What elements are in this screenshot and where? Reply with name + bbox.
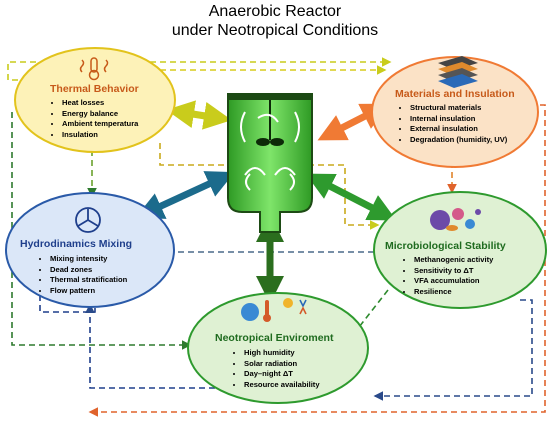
arrow-thermal-reactor xyxy=(166,100,232,130)
hydro-list: Mixing intensity Dead zones Thermal stra… xyxy=(38,254,127,296)
thermometer-heat-icon xyxy=(79,57,109,81)
node-materials-shape xyxy=(371,56,539,168)
node-hydro-shape xyxy=(5,192,175,308)
diagram-title-line2: under Neotropical Conditions xyxy=(171,22,379,39)
materials-item: External insulation xyxy=(410,124,520,135)
materials-item: Degradation (humidity, UV) xyxy=(410,135,520,146)
insulation-layers-icon xyxy=(438,56,478,88)
neotropical-item: Solar radiation xyxy=(244,359,320,370)
micro-list: Methanogenic activity Sensitivity to ΔT … xyxy=(402,255,493,297)
diagram-title-line1: Anaerobic Reactor xyxy=(208,3,342,20)
hydro-item: Flow pattern xyxy=(50,286,127,297)
reactor-vessel-icon xyxy=(227,93,313,233)
node-thermal-shape xyxy=(14,47,176,153)
hydro-item: Thermal stratification xyxy=(50,275,127,286)
node-neotropical-shape xyxy=(187,292,369,404)
dashed-link-micro-neotropical xyxy=(344,289,389,347)
neotropical-item: Day–night ΔT xyxy=(244,369,320,380)
thermal-list: Heat losses Energy balance Ambient tempe… xyxy=(50,98,138,140)
hydro-item: Mixing intensity xyxy=(50,254,127,265)
materials-title: Materials and Insulation xyxy=(395,88,515,100)
dashed-link-hydro-neotropical xyxy=(39,295,96,313)
dashed-link-neotropical-hydro xyxy=(85,303,215,389)
dashed-link-thermal-micro xyxy=(159,143,380,230)
micro-title: Microbiological Stability xyxy=(385,240,506,252)
neotropical-item: Resource availability xyxy=(244,380,320,391)
thermal-item: Insulation xyxy=(62,130,138,141)
mixing-impeller-icon xyxy=(75,207,101,233)
node-micro-shape xyxy=(373,191,547,309)
dashed-link-outer-right xyxy=(88,104,546,417)
micro-item: VFA accumulation xyxy=(414,276,493,287)
arrow-hydro-reactor xyxy=(135,171,235,219)
materials-list: Structural materials Internal insulation… xyxy=(398,103,520,145)
arrow-micro-reactor xyxy=(305,173,397,221)
arrow-materials-reactor xyxy=(317,103,390,141)
neotropical-list: High humidity Solar radiation Day–night … xyxy=(232,348,320,390)
hydro-item: Dead zones xyxy=(50,265,127,276)
climate-icon xyxy=(241,298,307,322)
micro-item: Methanogenic activity xyxy=(414,255,493,266)
materials-item: Internal insulation xyxy=(410,114,520,125)
neotropical-title: Neotropical Enviroment xyxy=(215,332,334,344)
dashed-link-outer-right-2 xyxy=(373,299,533,401)
thermal-item: Ambient temperatura xyxy=(62,119,138,130)
thermal-item: Heat losses xyxy=(62,98,138,109)
thermal-title: Thermal Behavior xyxy=(50,83,139,95)
microbes-icon xyxy=(430,208,481,231)
thermal-item: Energy balance xyxy=(62,109,138,120)
dashed-link-outer-left xyxy=(11,112,192,350)
hydro-title: Hydrodinamics Mixing xyxy=(20,238,133,250)
neotropical-item: High humidity xyxy=(244,348,320,359)
materials-item: Structural materials xyxy=(410,103,520,114)
micro-item: Sensitivity to ΔT xyxy=(414,266,493,277)
micro-item: Resilience xyxy=(414,287,493,298)
